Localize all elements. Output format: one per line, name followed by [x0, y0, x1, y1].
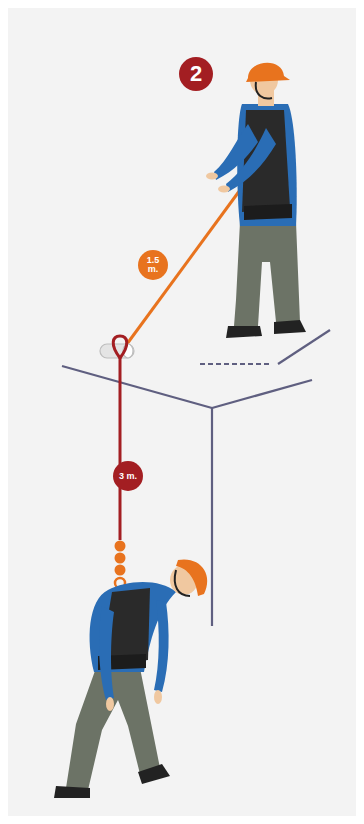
- callout-number: 2: [181, 63, 211, 85]
- callout-number: 3 m.: [117, 472, 139, 481]
- callout-circle: [113, 461, 143, 491]
- structure-edge: [62, 330, 330, 626]
- standing-worker: [206, 63, 306, 338]
- callout-number: 1.5 m.: [142, 256, 164, 274]
- callout-circle: [138, 250, 168, 280]
- suspended-worker: [54, 559, 207, 798]
- background-panel: [8, 8, 356, 816]
- lanyard: [124, 186, 243, 348]
- callout-circle: [179, 57, 213, 91]
